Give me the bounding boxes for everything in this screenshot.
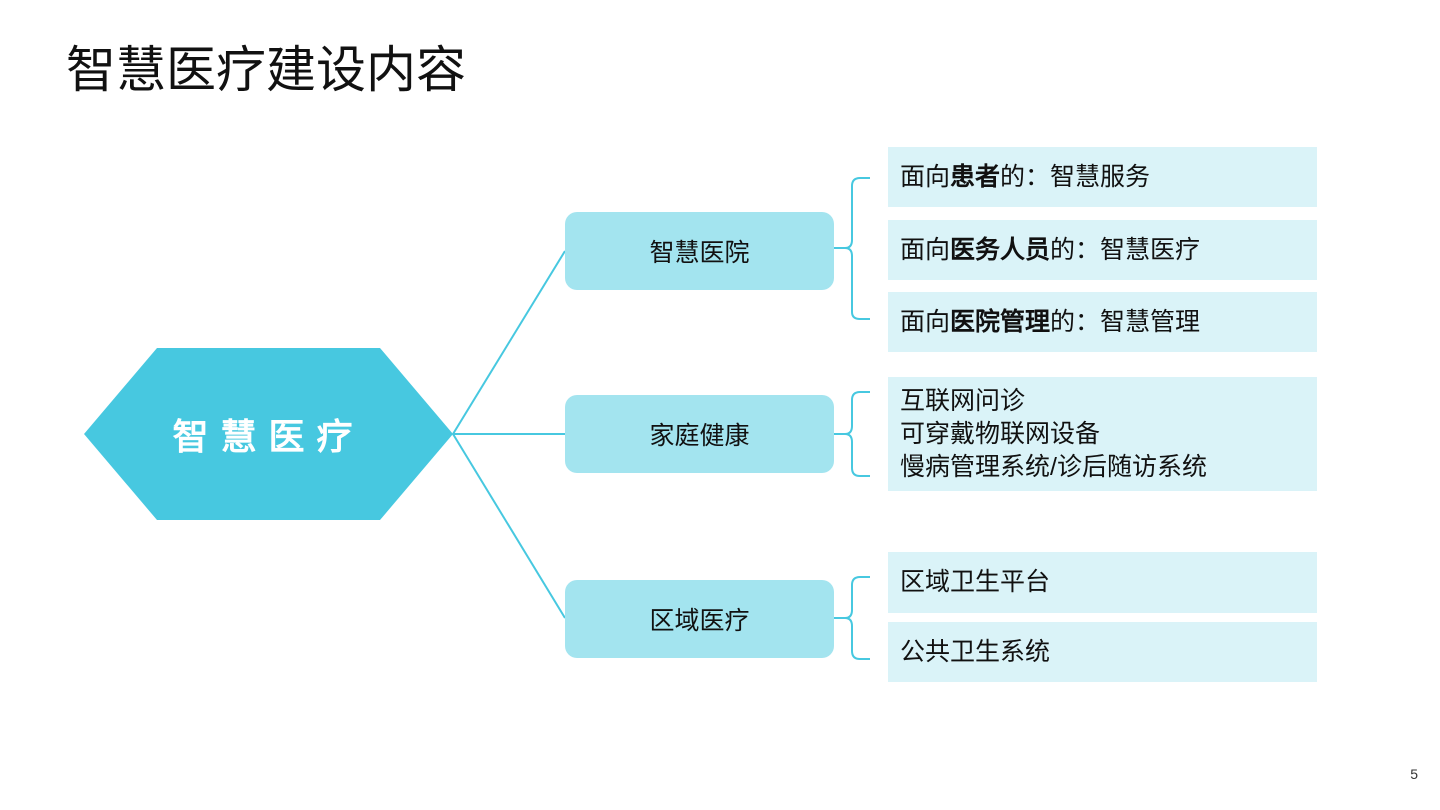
leaf-text: 区域卫生平台 [900, 568, 1051, 596]
branch-hospital: 智慧医院 [565, 212, 834, 290]
leaf-text: 的：智慧服务 [1000, 162, 1151, 191]
brace-home [834, 391, 870, 477]
leaf-bold: 患者 [950, 162, 1001, 191]
root-label: 智慧医疗 [172, 416, 365, 457]
leaf-line: 慢病管理系统/诊后随访系统 [900, 452, 1207, 481]
leaf-regional-platform: 区域卫生平台 [888, 552, 1317, 613]
page-number: 5 [1410, 766, 1418, 782]
leaf-bold: 医院管理 [950, 307, 1051, 336]
branch-regional: 区域医疗 [565, 580, 834, 658]
leaf-text: 的：智慧管理 [1050, 307, 1201, 336]
link-region [452, 433, 566, 619]
brace-region [834, 576, 870, 660]
leaf-line: 可穿戴物联网设备 [900, 419, 1101, 448]
branch-home-health: 家庭健康 [565, 395, 834, 473]
leaf-management: 面向医院管理的：智慧管理 [888, 292, 1317, 352]
leaf-public-health: 公共卫生系统 [888, 622, 1317, 682]
leaf-home-health: 互联网问诊 可穿戴物联网设备 慢病管理系统/诊后随访系统 [888, 377, 1317, 491]
leaf-text: 的：智慧医疗 [1050, 235, 1201, 264]
leaf-text: 面向 [900, 235, 951, 264]
leaf-line: 互联网问诊 [900, 386, 1026, 415]
leaf-bold: 医务人员 [950, 235, 1051, 264]
leaf-staff: 面向医务人员的：智慧医疗 [888, 220, 1317, 280]
leaf-text: 面向 [900, 162, 951, 191]
brace-hospital [834, 177, 870, 320]
leaf-patient: 面向患者的：智慧服务 [888, 147, 1317, 207]
root-hexagon [84, 348, 453, 520]
page-title: 智慧医疗建设内容 [66, 42, 466, 98]
leaf-text: 公共卫生系统 [900, 637, 1051, 666]
leaf-text: 面向 [900, 307, 951, 336]
link-hospital [452, 250, 566, 435]
